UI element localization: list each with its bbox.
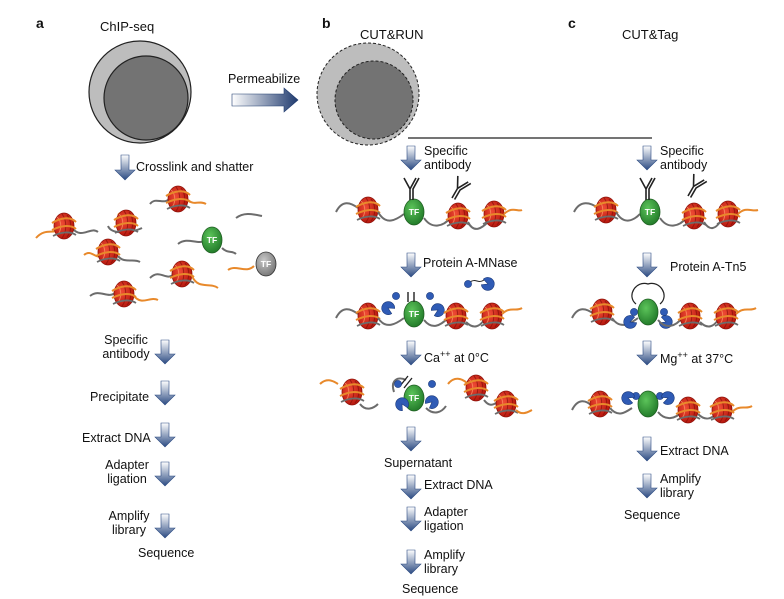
- cutrun-step-arrows: [400, 426, 422, 575]
- cutrun-calcium-charge: ++: [439, 349, 451, 359]
- cutrun-chromatin-cleaved: TF: [319, 374, 533, 418]
- cutrun-amplify-label: Amplify library: [424, 548, 465, 576]
- cuttag-magnesium-ion: Mg: [660, 352, 678, 367]
- cuttag-antibody-line2: antibody: [660, 158, 708, 172]
- cutrun-calcium-temp: at 0°C: [450, 351, 489, 366]
- tf-label-b3: TF: [409, 393, 419, 403]
- cuttag-tn5-label: Protein A-Tn5: [670, 260, 747, 274]
- cutrun-calcium-arrow: [400, 340, 422, 366]
- chipseq-antibody-label: Specific antibody: [96, 333, 156, 361]
- permeabilize-arrow: [231, 87, 299, 113]
- cutrun-calcium-ion: Ca: [424, 351, 440, 366]
- cutrun-calcium-label: Ca++ at 0°C: [424, 347, 489, 365]
- pa-mnase-icon: [464, 275, 497, 293]
- panel-b-letter: b: [322, 15, 331, 31]
- cuttag-magnesium-label: Mg++ at 37°C: [660, 348, 733, 366]
- tf-label-c1: TF: [645, 207, 655, 217]
- cutrun-antibody-line2: antibody: [424, 158, 472, 172]
- chipseq-step-arrows: [154, 339, 176, 539]
- cutrun-mnase-arrow: [400, 252, 422, 278]
- cutrun-adapter-label: Adapter ligation: [424, 505, 468, 533]
- cuttag-chromatin-antibody: TF: [573, 173, 759, 230]
- cuttag-antibody-arrow: [636, 145, 658, 171]
- cutrun-antibody-label: Specific antibody: [424, 144, 471, 172]
- cuttag-sequence-label: Sequence: [624, 508, 681, 522]
- cuttag-chromatin-tagmented: [571, 389, 753, 424]
- permeabilize-label: Permeabilize: [228, 72, 301, 86]
- cuttag-magnesium-charge: ++: [677, 350, 688, 360]
- cutrun-supernatant-label: Supernatant: [384, 456, 453, 470]
- chipseq-antibody-line2: antibody: [102, 347, 150, 361]
- cutrun-amplify-line2: library: [424, 562, 459, 576]
- panel-a-letter: a: [36, 15, 44, 31]
- chipseq-adapter-line2: ligation: [107, 472, 147, 486]
- cuttag-antibody-label: Specific antibody: [660, 144, 707, 172]
- cutrun-antibody-arrow: [400, 145, 422, 171]
- cuttag-amplify-line1: Amplify: [660, 472, 701, 486]
- cutrun-cell: [316, 42, 420, 146]
- cutrun-adapter-line2: ligation: [424, 519, 464, 533]
- cutrun-sequence-label: Sequence: [402, 582, 459, 596]
- chipseq-amplify-line2: library: [111, 523, 147, 537]
- cuttag-magnesium-arrow: [636, 340, 658, 366]
- cutrun-chromatin-antibody: TF: [335, 175, 523, 230]
- tf-label-b1: TF: [409, 207, 419, 217]
- cutrun-extract-label: Extract DNA: [424, 478, 493, 492]
- tf-label-b2: TF: [409, 309, 419, 319]
- chipseq-crosslink-label: Crosslink and shatter: [136, 160, 254, 174]
- cuttag-amplify-label: Amplify library: [660, 472, 701, 500]
- chipseq-adapter-line1: Adapter: [105, 458, 149, 472]
- cuttag-extract-label: Extract DNA: [660, 444, 729, 458]
- cutrun-adapter-line1: Adapter: [424, 505, 468, 519]
- chipseq-sequence-label: Sequence: [138, 546, 195, 560]
- crosslink-arrow: [114, 154, 136, 181]
- cuttag-amplify-line2: library: [660, 486, 695, 500]
- chipseq-cell: [88, 40, 192, 144]
- chipseq-precipitate-label: Precipitate: [90, 390, 150, 404]
- shattered-chromatin: TF TF: [35, 185, 277, 308]
- cuttag-chromatin-tn5: [571, 282, 757, 331]
- chipseq-extract-label: Extract DNA: [82, 431, 151, 445]
- cutrun-amplify-line1: Amplify: [424, 548, 465, 562]
- cutrun-chromatin-mnase: TF: [335, 292, 523, 330]
- panel-a-title: ChIP-seq: [100, 19, 155, 34]
- panel-c-letter: c: [568, 15, 576, 31]
- chipseq-antibody-line1: Specific: [104, 333, 148, 347]
- cuttag-magnesium-temp: at 37°C: [687, 352, 734, 367]
- cuttag-antibody-line1: Specific: [660, 144, 704, 158]
- chipseq-adapter-label: Adapter ligation: [102, 458, 152, 486]
- tf-label-gray: TF: [261, 259, 271, 269]
- cutrun-antibody-line1: Specific: [424, 144, 468, 158]
- chipseq-amplify-line1: Amplify: [108, 509, 150, 523]
- cutrun-mnase-label: Protein A-MNase: [423, 256, 518, 270]
- tf-label-a: TF: [207, 235, 217, 245]
- cuttag-tn5-arrow: [636, 252, 658, 278]
- cuttag-step-arrows: [636, 436, 658, 499]
- chipseq-amplify-label: Amplify library: [104, 509, 154, 537]
- panel-c-title: CUT&Tag: [622, 27, 679, 42]
- panel-b-title: CUT&RUN: [360, 27, 424, 42]
